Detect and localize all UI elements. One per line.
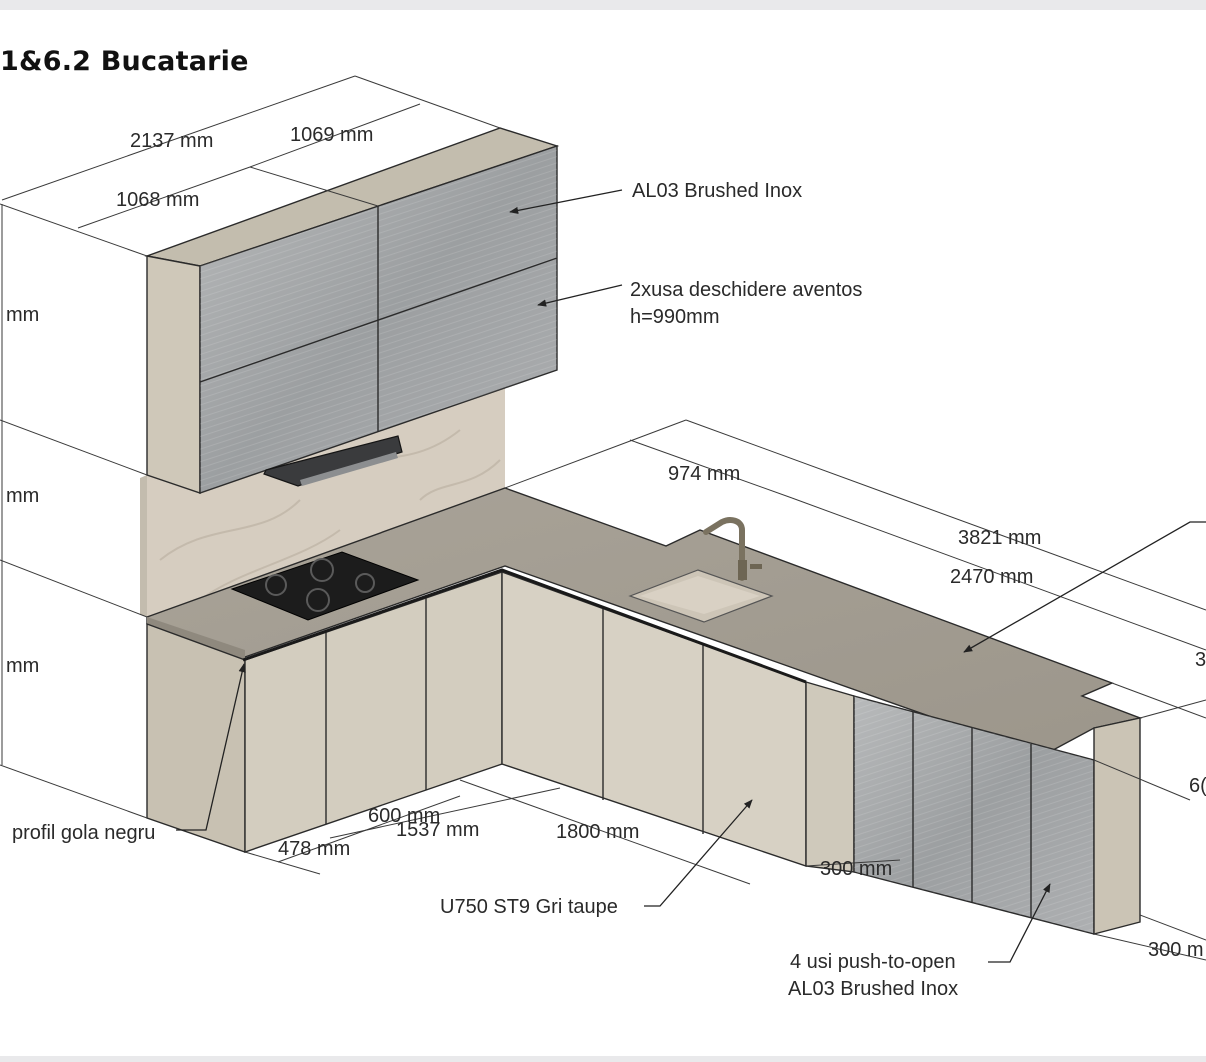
dim-partial-6: 6( — [1189, 775, 1206, 797]
label-upper-doors-1: 2xusa deschidere aventos — [630, 279, 862, 301]
dim-height-backsplash: mm — [6, 485, 39, 507]
dim-height-base: mm — [6, 655, 39, 677]
dimension-lines — [0, 75, 1206, 961]
drawing-page: 1&6.2 Bucatarie — [0, 10, 1206, 1056]
leader-lines — [176, 189, 1206, 963]
base-cabinets — [146, 568, 855, 873]
dim-height-upper: mm — [6, 304, 39, 326]
upper-cabinet — [144, 127, 560, 494]
dim-run-974: 974 mm — [668, 463, 740, 485]
label-upper-finish: AL03 Brushed Inox — [632, 180, 802, 202]
label-upper-doors-2: h=990mm — [630, 306, 720, 328]
dim-upper-right: 1069 mm — [290, 124, 373, 146]
dim-depth-300b: 300 m — [1148, 939, 1204, 961]
dim-front-1800: 1800 mm — [556, 821, 639, 843]
dim-upper-left: 1068 mm — [116, 189, 199, 211]
page-title: 1&6.2 Bucatarie — [0, 46, 249, 77]
dim-depth-300a: 300 mm — [820, 858, 892, 880]
label-push-doors-2: AL03 Brushed Inox — [788, 978, 958, 1000]
label-push-doors-1: 4 usi push-to-open — [790, 951, 956, 973]
kitchen-drawing: 2137 mm 1069 mm 1068 mm mm mm mm 974 mm … — [0, 75, 1206, 1000]
label-profile: profil gola negru — [12, 822, 155, 844]
dim-upper-total: 2137 mm — [130, 130, 213, 152]
extractor-hood — [263, 435, 403, 487]
label-base-finish: U750 ST9 Gri taupe — [440, 896, 618, 918]
dim-front-1537: 1537 mm — [396, 819, 479, 841]
dim-run-3821: 3821 mm — [958, 527, 1041, 549]
faucet — [703, 517, 762, 581]
dim-run-2470: 2470 mm — [950, 566, 1033, 588]
sink — [628, 569, 774, 623]
push-open-cabinets — [853, 695, 1141, 935]
dim-left-600: 600 mm — [368, 805, 440, 827]
gas-hob — [230, 551, 420, 621]
dim-left-478: 478 mm — [278, 838, 350, 860]
dim-partial-3: 3 — [1195, 649, 1206, 671]
